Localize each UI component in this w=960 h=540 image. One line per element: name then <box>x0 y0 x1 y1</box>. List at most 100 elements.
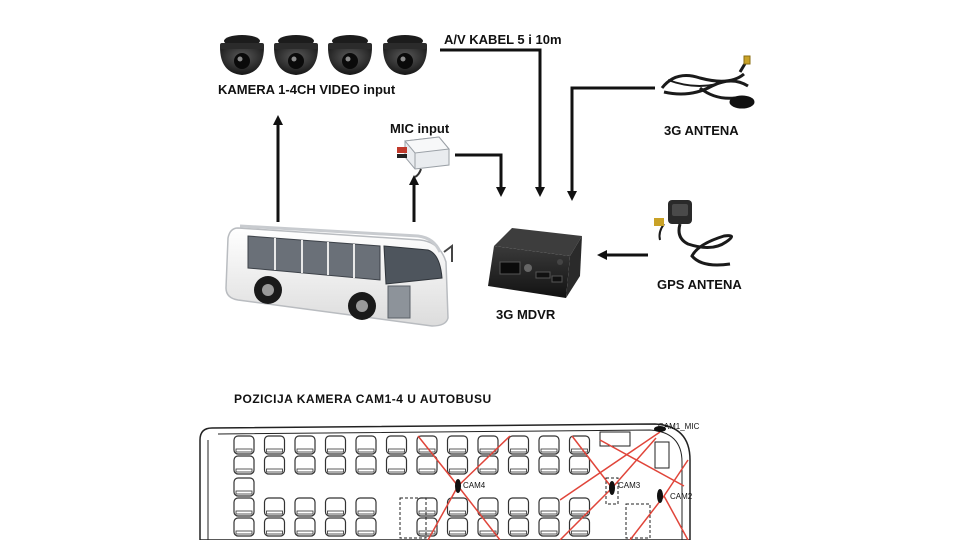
seat-back <box>327 510 344 515</box>
gps-antenna-label: GPS ANTENA <box>657 277 742 292</box>
seat-back <box>235 468 253 473</box>
seat-back <box>449 510 466 515</box>
seat <box>416 517 438 537</box>
seat <box>416 497 438 517</box>
cam3-label: CAM3 <box>618 481 641 490</box>
seat <box>233 517 255 537</box>
seat-back <box>388 468 405 473</box>
dome-camera-icon <box>220 35 264 75</box>
seat-back <box>296 530 314 535</box>
seat-back <box>418 530 436 535</box>
seat-back <box>479 530 497 535</box>
seat <box>233 477 255 497</box>
seat <box>263 517 286 537</box>
seat <box>568 497 591 517</box>
seat <box>294 517 316 537</box>
seat-back <box>418 510 436 515</box>
seat <box>477 435 499 455</box>
cam1-label: CAM1_MIC <box>658 422 700 431</box>
seat <box>294 497 316 517</box>
seat <box>294 435 316 455</box>
seat-back <box>296 448 314 453</box>
seat <box>263 455 286 475</box>
seat <box>446 455 469 475</box>
seat-back <box>510 468 527 473</box>
seat-back <box>418 448 436 453</box>
seat <box>507 455 530 475</box>
seat-back <box>540 448 558 453</box>
seat-back <box>449 448 466 453</box>
bus-icon <box>225 224 453 327</box>
seat <box>355 517 377 537</box>
seat-back <box>357 510 375 515</box>
seat <box>263 435 286 455</box>
seat <box>446 435 469 455</box>
seat-back <box>510 510 527 515</box>
seat <box>385 455 408 475</box>
seat <box>477 517 499 537</box>
seat-back <box>418 468 436 473</box>
seat-back <box>388 448 405 453</box>
seat <box>233 435 255 455</box>
camera-label: KAMERA 1-4CH VIDEO input <box>218 82 396 97</box>
cam1-marker <box>654 426 666 432</box>
seat-back <box>235 448 253 453</box>
seat <box>233 497 255 517</box>
mdvr-device-icon <box>488 228 582 298</box>
seat-back <box>357 530 375 535</box>
seat <box>446 497 469 517</box>
seat <box>568 455 591 475</box>
seat <box>385 435 408 455</box>
seat-back <box>266 510 283 515</box>
seat-back <box>266 448 283 453</box>
floorplan-title: POZICIJA KAMERA CAM1-4 U AUTOBUSU <box>234 392 492 406</box>
seat <box>263 497 286 517</box>
seat <box>538 497 560 517</box>
arrow-3g-to-mdvr <box>567 86 655 201</box>
seat-back <box>540 530 558 535</box>
seat <box>477 455 499 475</box>
seat-back <box>357 468 375 473</box>
seat <box>324 497 347 517</box>
cam3-marker <box>609 481 615 495</box>
seat-back <box>266 468 283 473</box>
arrow-mic-to-mdvr <box>455 153 506 197</box>
seat-back <box>510 448 527 453</box>
seat-back <box>327 468 344 473</box>
seat <box>446 517 469 537</box>
av-cable-label: A/V KABEL 5 i 10m <box>444 32 562 47</box>
mic-label: MIC input <box>390 121 450 136</box>
seat-back <box>571 468 588 473</box>
seat <box>416 455 438 475</box>
microphone-module-icon <box>397 136 450 178</box>
dome-camera-icon <box>383 35 427 75</box>
seat-back <box>540 510 558 515</box>
seat-back <box>479 510 497 515</box>
seat-back <box>449 530 466 535</box>
bus-floorplan <box>199 423 691 540</box>
seat <box>568 435 591 455</box>
seat-back <box>235 510 253 515</box>
seat <box>538 517 560 537</box>
seat <box>507 497 530 517</box>
seat-back <box>266 530 283 535</box>
seat-back <box>479 468 497 473</box>
seat <box>538 455 560 475</box>
seat-grid <box>233 435 591 537</box>
cam4-marker <box>455 479 461 493</box>
dome-camera-icon <box>274 35 318 75</box>
cam2-marker <box>657 489 663 503</box>
camera-coverage-lines <box>417 431 689 540</box>
seat <box>324 435 347 455</box>
seat <box>538 435 560 455</box>
seat <box>324 517 347 537</box>
seat <box>233 455 255 475</box>
seat-back <box>510 530 527 535</box>
seat <box>294 455 316 475</box>
seat-back <box>571 510 588 515</box>
connection-arrows <box>273 48 655 260</box>
seat <box>507 517 530 537</box>
seat-back <box>540 468 558 473</box>
dome-camera-icon <box>328 35 372 75</box>
seat <box>568 517 591 537</box>
